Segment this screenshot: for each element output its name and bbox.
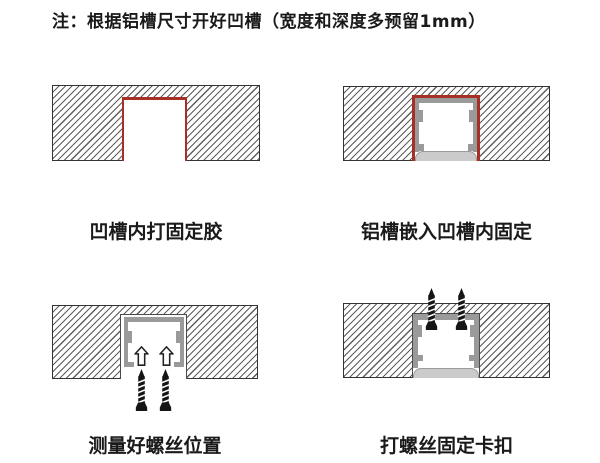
step4-channel-hook-left [418,355,423,361]
screw-icon [425,288,438,330]
screw-icon [455,288,468,330]
step2-channel-clip-left [419,110,423,122]
note-title: 注：根据铝槽尺寸开好凹槽（宽度和深度多预留1mm） [52,12,486,32]
step4-channel-hook-right [469,355,474,361]
step2-caption: 铝槽嵌入凹槽内固定 [360,221,532,243]
step4-channel-top-wall [413,314,479,320]
step4-channel-clip-left [418,325,422,337]
step3-channel-top-wall [124,317,184,322]
step1-caption: 凹槽内打固定胶 [89,221,223,243]
step1-groove-glue-layer [122,97,187,161]
screw-icon [135,369,148,411]
step2-channel-hook-right [468,144,473,151]
step3-channel-foot-left [128,362,134,367]
step4-channel-left-wall [413,314,418,368]
step3-channel-foot-right [174,362,180,367]
step4-caption: 打螺丝固定卡扣 [379,435,513,457]
up-arrow-icon [159,346,174,366]
screw-icon [159,369,172,411]
step3-caption: 测量好螺丝位置 [88,435,222,457]
step4-channel-clip-right [470,325,474,337]
step2-channel-clip-right [469,110,473,122]
step4-groove-cutout [412,313,480,378]
step2-diffuser-cover [415,151,477,161]
step2-channel-hook-left [419,144,424,151]
step2-channel-left-wall [415,98,419,152]
step3-channel-clip-right [176,331,180,343]
step3-channel-clip-left [128,331,132,343]
up-arrow-icon [134,346,149,366]
step4-channel-right-wall [474,314,479,368]
step3-channel-right-wall [180,317,184,367]
step4-diffuser-cover [413,368,479,378]
step2-channel-right-wall [473,98,477,152]
step3-channel-left-wall [124,317,128,367]
step3-groove-cutout [120,314,187,379]
step2-channel-top-wall [415,98,477,103]
